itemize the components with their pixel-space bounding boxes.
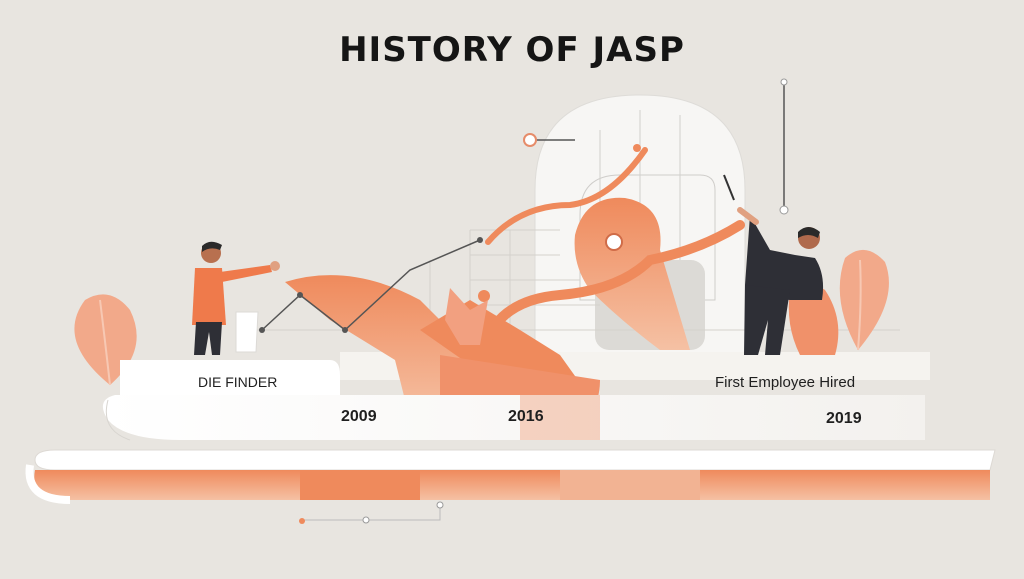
milestone-year-2016: 2016 [508, 408, 544, 425]
page-title: HISTORY OF JASP [339, 30, 685, 70]
lower-ribbon [25, 449, 996, 504]
person-middle-figure [445, 288, 490, 345]
milestone-label-2019: First Employee Hired [715, 374, 856, 391]
connector-nodes [259, 78, 789, 333]
bottom-node-line [299, 501, 444, 524]
person-left-figure [192, 241, 280, 355]
main-ribbon [102, 360, 925, 441]
milestone-year-2009: 2009 [341, 408, 377, 425]
person-right-figure [737, 207, 824, 355]
leaf-right [839, 249, 889, 351]
milestone-year-2019: 2019 [826, 410, 862, 427]
milestone-label-2009: DIE FINDER [198, 374, 278, 390]
